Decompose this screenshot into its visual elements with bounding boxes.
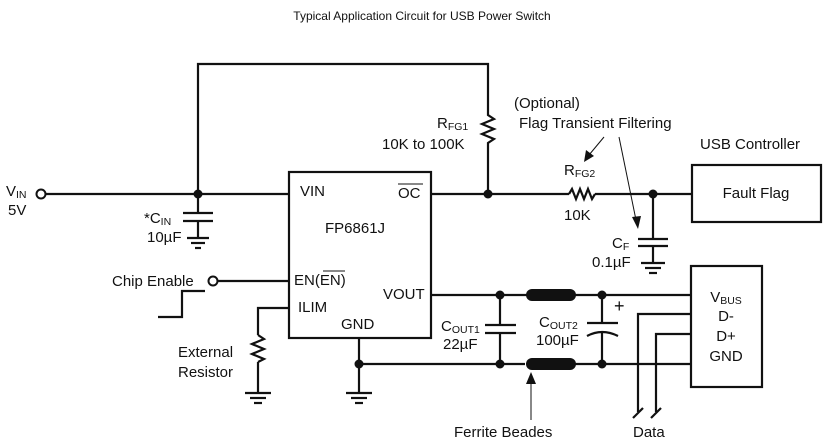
arrow-head-icon xyxy=(584,150,594,162)
ic-part-number: FP6861J xyxy=(325,220,385,237)
pullup-wire xyxy=(196,62,490,194)
arrow-to-rfg2 xyxy=(588,136,605,156)
cf-label: CF xyxy=(612,235,629,253)
vin-terminal xyxy=(35,188,47,200)
ferrite-beads-label: Ferrite Beades xyxy=(454,424,552,441)
ground-icon xyxy=(245,391,271,405)
enable-step-signal-icon xyxy=(158,289,205,319)
rfg2-value: 10K xyxy=(564,207,591,224)
external-resistor-icon xyxy=(249,334,267,363)
pin-vout-label: VOUT xyxy=(383,286,425,303)
usb-port-block xyxy=(689,264,764,389)
dplus-wire xyxy=(654,332,691,412)
svg-text:EN(EN): EN(EN) xyxy=(294,272,346,289)
pin-en-label: EN(EN) xyxy=(294,270,346,289)
data-label: Data xyxy=(633,424,665,441)
fault-flag-label: Fault Flag xyxy=(723,185,790,202)
oc-junction xyxy=(483,189,493,199)
arrow-head-icon xyxy=(526,372,536,384)
ground-icon xyxy=(641,261,665,275)
pin-en-close: ) xyxy=(341,272,346,289)
dplus-label: D+ xyxy=(716,328,736,345)
ferrite-bead-bottom xyxy=(526,358,576,370)
external-resistor-line2: Resistor xyxy=(178,364,233,381)
vin-value: 5V xyxy=(8,202,26,219)
arrow-head-icon xyxy=(632,216,641,229)
fault-flag-block xyxy=(690,163,823,224)
data-break-icon xyxy=(632,407,644,419)
pin-vin-label: VIN xyxy=(300,183,325,200)
pin-ilim-label: ILIM xyxy=(298,299,327,316)
rfg1-label: RFG1 xyxy=(437,115,468,133)
chip-enable-label: Chip Enable xyxy=(112,273,194,290)
ground-icon xyxy=(187,236,209,250)
usb-controller-title: USB Controller xyxy=(700,136,800,153)
pin-en-bar-text: EN xyxy=(320,272,341,289)
ferrite-bead-top xyxy=(526,289,576,301)
dminus-wire xyxy=(636,312,691,412)
pin-oc-label: OC xyxy=(398,185,421,202)
diagram-title: Typical Application Circuit for USB Powe… xyxy=(293,9,550,23)
cin-label: *CIN xyxy=(144,210,171,228)
flag-transient-filtering-label: Flag Transient Filtering xyxy=(519,115,672,132)
pin-en-text: EN( xyxy=(294,272,320,289)
arrow-to-cf xyxy=(618,136,637,221)
cout2-label: COUT2 xyxy=(539,314,578,332)
vbus-label: VBUS xyxy=(710,289,742,307)
cf-value: 0.1µF xyxy=(592,254,631,271)
pin-gnd-label: GND xyxy=(341,316,375,333)
cout1-value: 22µF xyxy=(443,336,478,353)
rfg2-label: RFG2 xyxy=(564,162,595,180)
vin-label: VIN 5V xyxy=(6,183,27,219)
cout1-label: COUT1 xyxy=(441,318,480,336)
usb-gnd-label: GND xyxy=(709,348,743,365)
data-break-icon xyxy=(650,407,662,419)
cout2-value: 100µF xyxy=(536,332,579,349)
external-resistor-line1: External xyxy=(178,344,233,361)
chip-enable-terminal[interactable] xyxy=(207,275,219,287)
cin-value: 10µF xyxy=(147,229,182,246)
rfg1-resistor-icon xyxy=(479,110,497,194)
dminus-label: D- xyxy=(718,308,734,325)
rfg2-resistor-icon xyxy=(568,186,596,202)
cout2-polarity: + xyxy=(614,296,625,316)
svg-text:VIN: VIN xyxy=(6,183,27,201)
ground-icon xyxy=(346,391,372,405)
optional-label: (Optional) xyxy=(514,95,580,112)
rfg1-value: 10K to 100K xyxy=(382,136,465,153)
